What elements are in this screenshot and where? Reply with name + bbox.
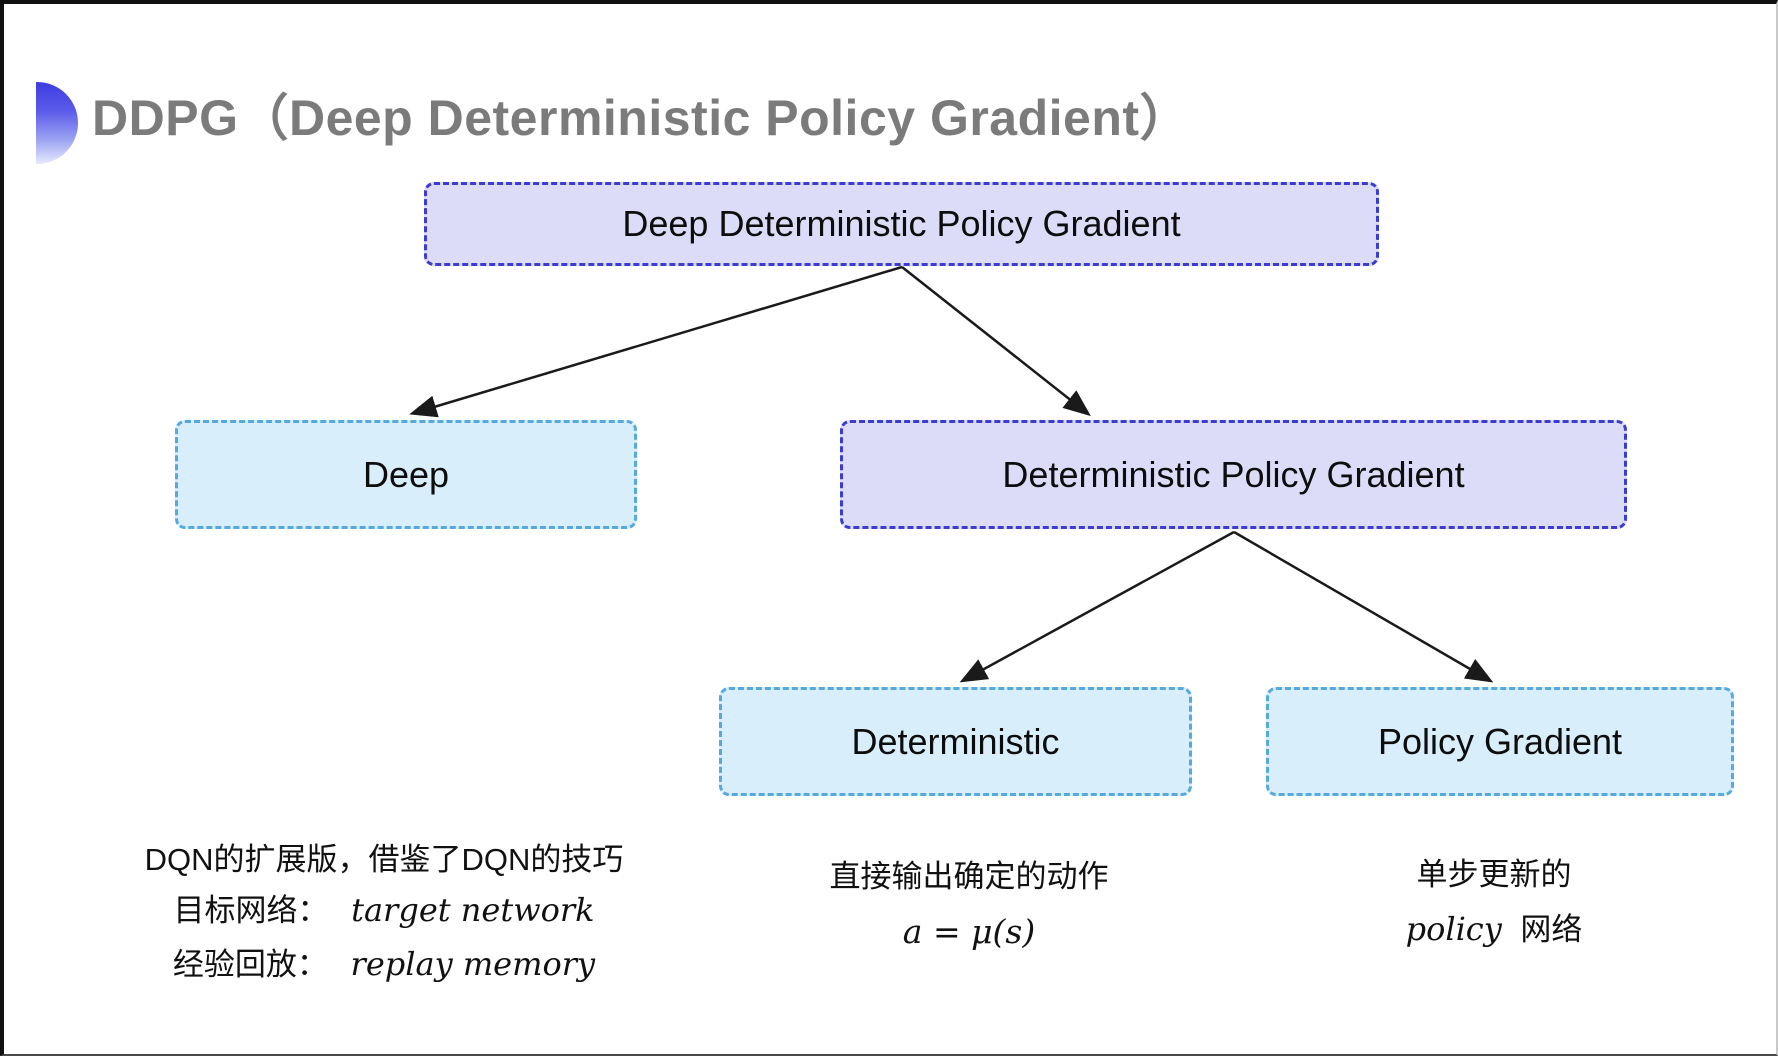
node-deep: Deep <box>175 420 637 529</box>
note-deterministic-formula: a = μ(s) <box>902 911 1036 951</box>
note-deep-line2-value: target network <box>351 890 595 929</box>
page-title: DDPG（Deep Deterministic Policy Gradient） <box>92 90 1191 146</box>
title-bullet-icon <box>36 82 78 164</box>
node-label: Policy Gradient <box>1377 720 1623 762</box>
node-label: Deterministic <box>851 720 1060 762</box>
note-policy-gradient-line1: 单步更新的 <box>1416 857 1572 892</box>
note-deep-line3-label: 经验回放： <box>172 947 328 983</box>
note-deep-line2-label: 目标网络： <box>173 892 329 928</box>
note-deterministic: 直接输出确定的动作 a = μ(s) <box>739 859 1199 951</box>
note-deep-line3: 经验回放： replay memory <box>114 946 654 983</box>
note-policy-gradient: 单步更新的 policy 网络 <box>1274 857 1714 947</box>
node-deep-deterministic-policy-gradient: Deep Deterministic Policy Gradient <box>424 182 1379 266</box>
node-label: Deterministic Policy Gradient <box>1002 453 1465 495</box>
note-deep-line3-value: replay memory <box>350 945 596 984</box>
node-deterministic: Deterministic <box>719 687 1192 796</box>
edge-root-dpg <box>901 266 1091 417</box>
node-policy-gradient: Policy Gradient <box>1266 687 1734 796</box>
edge-dpg-deterministic <box>959 530 1235 683</box>
node-label: Deep Deterministic Policy Gradient <box>622 203 1181 244</box>
note-policy-gradient-line2-rest: 网络 <box>1520 911 1583 947</box>
edge-dpg-policy-gradient <box>1233 530 1494 683</box>
note-deep: DQN的扩展版，借鉴了DQN的技巧 目标网络： target network 经… <box>114 842 654 983</box>
note-policy-gradient-line2: policy 网络 <box>1274 909 1714 948</box>
node-label: Deep <box>362 453 450 495</box>
node-deterministic-policy-gradient: Deterministic Policy Gradient <box>840 420 1627 529</box>
note-deterministic-line1: 直接输出确定的动作 <box>829 859 1109 894</box>
note-deep-line1: DQN的扩展版，借鉴了DQN的技巧 <box>144 842 624 877</box>
edge-root-deep <box>409 265 903 418</box>
note-policy-gradient-line2-italic: policy <box>1405 909 1502 948</box>
note-deep-line2: 目标网络： target network <box>114 890 654 929</box>
